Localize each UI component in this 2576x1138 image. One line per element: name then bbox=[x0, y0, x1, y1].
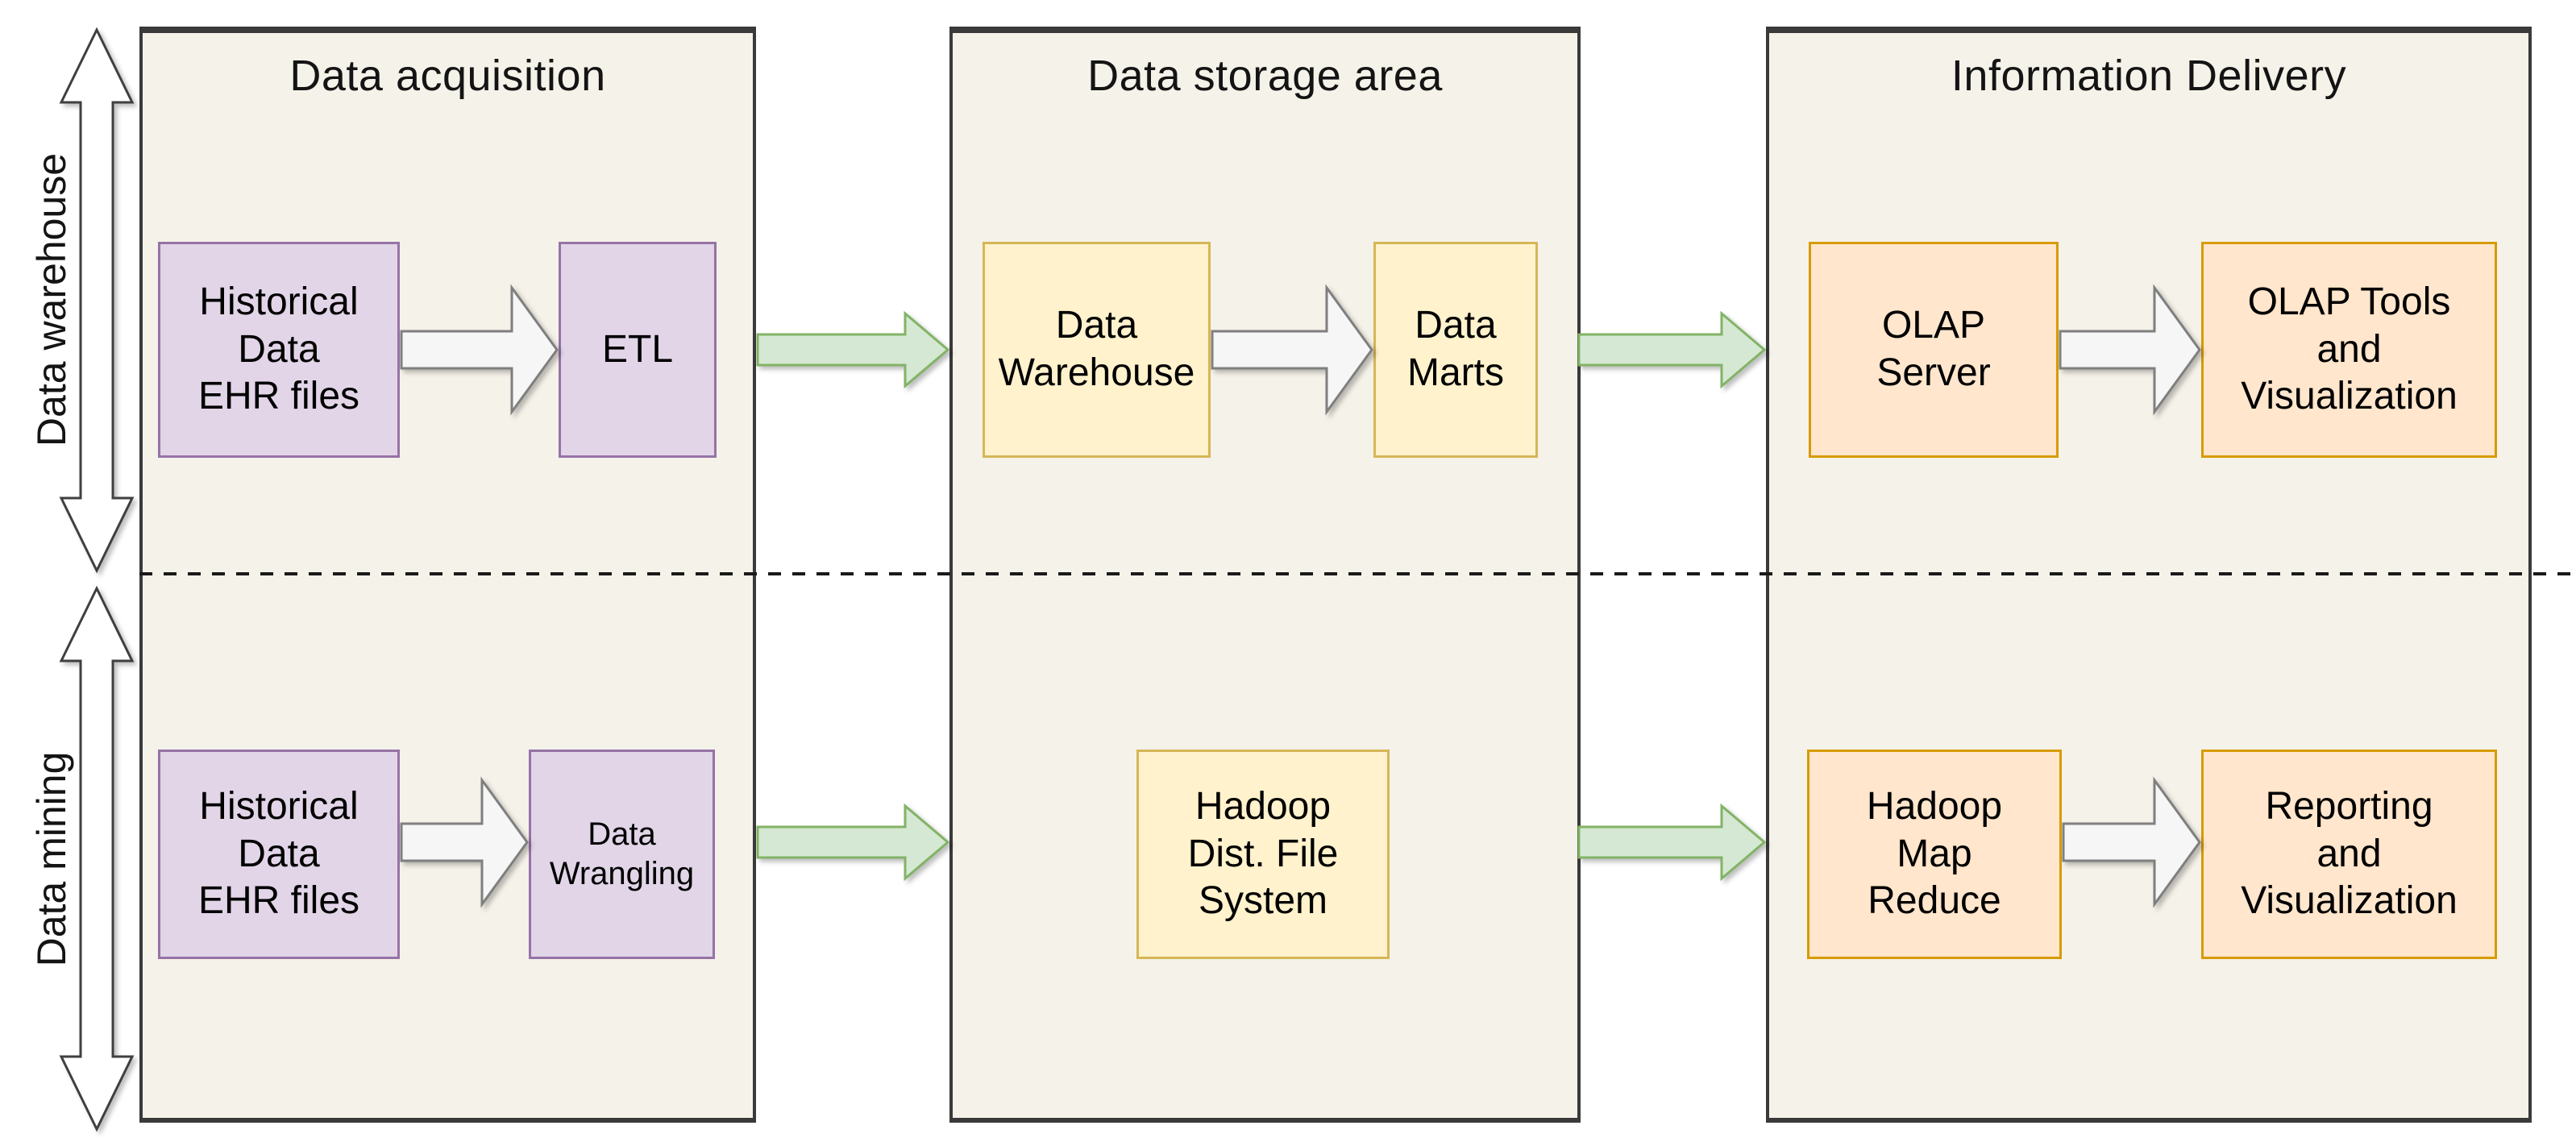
row-divider-dashed-line bbox=[139, 572, 2576, 575]
node-olap-server: OLAP Server bbox=[1809, 242, 2059, 458]
connector-arrow-historical-to-wrangling-icon bbox=[400, 776, 529, 908]
node-olap-tools-visualization: OLAP Tools and Visualization bbox=[2201, 242, 2497, 458]
panel-title-information-delivery: Information Delivery bbox=[1951, 52, 2347, 100]
connector-arrow-mapreduce-to-reporting-icon bbox=[2062, 776, 2201, 908]
data-mining-axis-double-arrow-icon bbox=[59, 585, 135, 1132]
node-historical-data-ehr-files-top: Historical Data EHR files bbox=[158, 242, 400, 458]
node-data-warehouse: Data Warehouse bbox=[983, 242, 1211, 458]
flow-arrow-acquisition-to-storage-bottom-icon bbox=[756, 803, 950, 882]
flow-arrow-acquisition-to-storage-top-icon bbox=[756, 310, 950, 389]
node-hadoop-map-reduce: Hadoop Map Reduce bbox=[1807, 750, 2062, 959]
flow-arrow-storage-to-delivery-bottom-icon bbox=[1577, 803, 1767, 882]
flow-arrow-storage-to-delivery-top-icon bbox=[1577, 310, 1767, 389]
node-reporting-visualization: Reporting and Visualization bbox=[2201, 750, 2497, 959]
connector-arrow-historical-to-etl-icon bbox=[400, 284, 559, 416]
node-etl: ETL bbox=[559, 242, 717, 458]
connector-arrow-olap-server-to-tools-icon bbox=[2059, 284, 2201, 416]
node-historical-data-ehr-files-bottom: Historical Data EHR files bbox=[158, 750, 400, 959]
connector-arrow-warehouse-to-marts-icon bbox=[1211, 284, 1373, 416]
data-warehouse-axis-double-arrow-icon bbox=[59, 27, 135, 574]
row-label-data-mining: Data mining bbox=[29, 751, 74, 967]
panel-title-data-storage-area: Data storage area bbox=[1087, 52, 1443, 100]
node-data-marts: Data Marts bbox=[1373, 242, 1538, 458]
node-hadoop-dist-file-system: Hadoop Dist. File System bbox=[1136, 750, 1390, 959]
row-label-data-warehouse: Data warehouse bbox=[29, 152, 74, 447]
panel-title-data-acquisition: Data acquisition bbox=[289, 52, 606, 100]
node-data-wrangling: Data Wrangling bbox=[529, 750, 715, 959]
